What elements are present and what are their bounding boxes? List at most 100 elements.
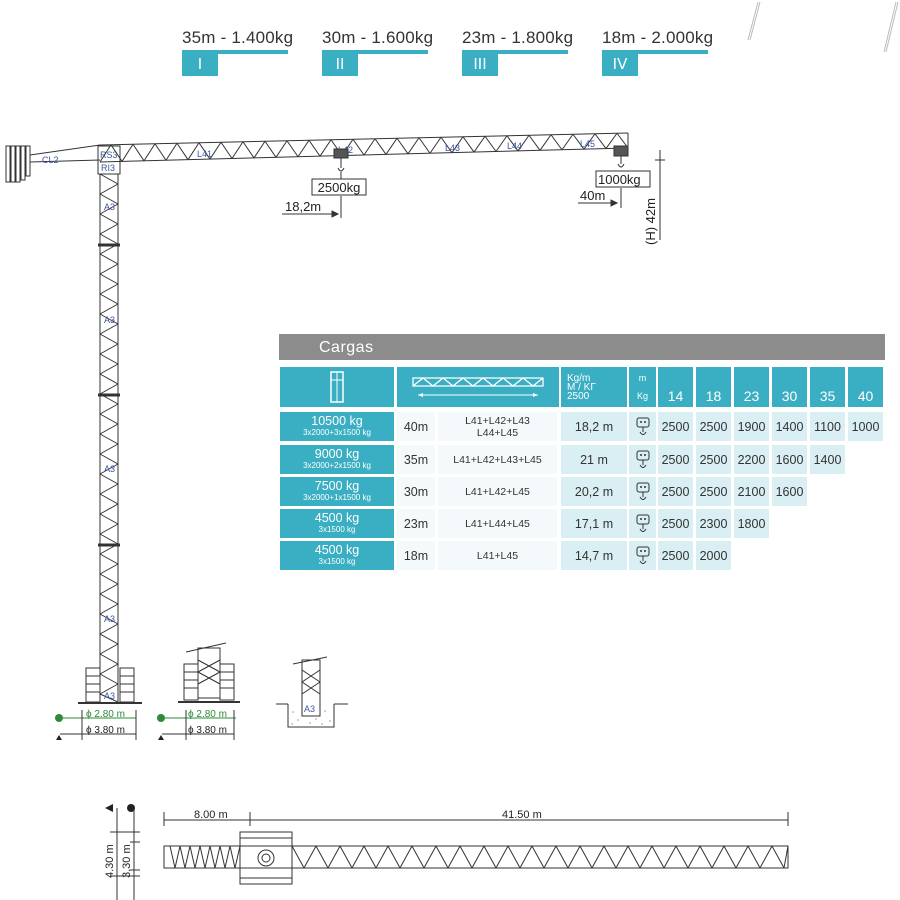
dist-tip-arrow xyxy=(578,150,665,240)
length-cell: 40m xyxy=(397,412,435,441)
load-value: 10500 kg xyxy=(311,414,363,428)
section-label: RI3 xyxy=(101,163,115,173)
config-4: 18m - 2.000kg IV xyxy=(602,28,714,78)
tower xyxy=(98,173,120,703)
composition-cell: L41+L45 xyxy=(438,541,557,570)
concrete-texture xyxy=(291,710,331,725)
hook-icon xyxy=(629,445,656,474)
kgm-header: Kg/m M / KГ 2500 xyxy=(561,367,627,407)
circle-icon xyxy=(55,714,63,722)
hook-icon xyxy=(629,412,656,441)
plan-dim: 8.00 m xyxy=(194,809,228,821)
capacity-cell: 1000 xyxy=(848,412,883,441)
load-value: 4500 kg xyxy=(314,511,360,525)
section-label: RS3 xyxy=(100,150,118,160)
load-detail: 3x2000+3x1500 kg xyxy=(303,428,371,437)
hook-icon xyxy=(629,477,656,506)
distance-header: 40 xyxy=(848,367,883,407)
section-label: CL2 xyxy=(42,155,59,165)
composition-cell: L41+L42+L43+L45 xyxy=(438,445,557,474)
config-2: 30m - 1.600kg II xyxy=(322,28,434,78)
composition-cell: L41+L44+L45 xyxy=(438,509,557,538)
jib-icon xyxy=(397,367,559,407)
base-dim: ϕ 3.80 m xyxy=(188,725,227,736)
capacity-cell: 2500 xyxy=(696,477,731,506)
section-label: A3 xyxy=(304,704,315,714)
length-cell: 30m xyxy=(397,477,435,506)
capacity-cell: 2500 xyxy=(658,541,693,570)
config-roman: IV xyxy=(602,50,638,76)
capacity-cell: 2500 xyxy=(658,412,693,441)
base-dim: ϕ 2.80 m xyxy=(86,709,125,720)
config-roman: II xyxy=(322,50,358,76)
length-cell: 18m xyxy=(397,541,435,570)
radius-cell: 21 m xyxy=(561,445,627,474)
distance-header: 14 xyxy=(658,367,693,407)
tower-head xyxy=(97,145,121,175)
config-roman: III xyxy=(462,50,498,76)
plan-dim: 3.30 m xyxy=(121,844,133,878)
config-label: 35m - 1.400kg xyxy=(182,28,294,47)
load-detail: 3x2000+2x1500 kg xyxy=(303,461,371,470)
capacity-cell: 2500 xyxy=(658,509,693,538)
distance-header: 30 xyxy=(772,367,807,407)
capacity-cell: 1400 xyxy=(810,445,845,474)
load-value: 9000 kg xyxy=(314,447,360,461)
config-label: 18m - 2.000kg xyxy=(602,28,714,47)
capacity-cell: 2100 xyxy=(734,477,769,506)
section-label: L41 xyxy=(197,149,212,159)
length-cell: 35m xyxy=(397,445,435,474)
dist-near-label: 18,2m xyxy=(285,199,321,214)
config-label: 23m - 1.800kg xyxy=(462,28,574,47)
capacity-cell: 2500 xyxy=(658,477,693,506)
hook-icon xyxy=(629,509,656,538)
dist-near-arrow xyxy=(282,196,342,218)
distance-header: 35 xyxy=(810,367,845,407)
m-kg-header: m Kg xyxy=(629,367,656,407)
plan-dim: 4.30 m xyxy=(104,844,116,878)
radius-cell: 17,1 m xyxy=(561,509,627,538)
base-dim: ϕ 2.80 m xyxy=(188,709,227,720)
section-label: A3 xyxy=(104,315,115,325)
plan-truss xyxy=(169,845,789,869)
load-tip-label: 1000kg xyxy=(598,172,641,187)
capacity-cell: 2500 xyxy=(658,445,693,474)
composition-cell: L41+L42+L45 xyxy=(438,477,557,506)
height-label: (H) 42m xyxy=(643,198,658,245)
capacity-cell: 2200 xyxy=(734,445,769,474)
distance-header: 18 xyxy=(696,367,731,407)
counterweight-icon xyxy=(280,367,394,407)
circle-icon xyxy=(127,804,135,812)
plan-dim: 41.50 m xyxy=(502,809,542,821)
load-value: 7500 kg xyxy=(314,479,360,493)
triangle-icon xyxy=(56,735,62,740)
base-3 xyxy=(276,656,348,728)
base-1 xyxy=(60,667,142,740)
capacity-cell: 2500 xyxy=(696,445,731,474)
section-label: L45 xyxy=(580,139,595,149)
radius-cell: 14,7 m xyxy=(561,541,627,570)
config-roman: I xyxy=(182,50,218,76)
composition-cell: L41+L42+L43 L44+L45 xyxy=(438,412,557,441)
load-detail: 3x1500 kg xyxy=(318,525,356,534)
section-label: A3 xyxy=(104,614,115,624)
config-3: 23m - 1.800kg III xyxy=(462,28,574,78)
capacity-cell: 2500 xyxy=(696,412,731,441)
capacity-cell: 2000 xyxy=(696,541,731,570)
counter-jib xyxy=(29,144,101,163)
hook-near xyxy=(311,148,367,196)
config-1: 35m - 1.400kg I xyxy=(182,28,294,78)
decorative-slashes xyxy=(747,1,899,53)
capacity-cell: 1400 xyxy=(772,412,807,441)
capacity-cell: 1900 xyxy=(734,412,769,441)
load-detail: 3x1500 kg xyxy=(318,557,356,566)
length-cell: 23m xyxy=(397,509,435,538)
capacity-cell: 1800 xyxy=(734,509,769,538)
capacity-cell: 2300 xyxy=(696,509,731,538)
distance-header: 23 xyxy=(734,367,769,407)
